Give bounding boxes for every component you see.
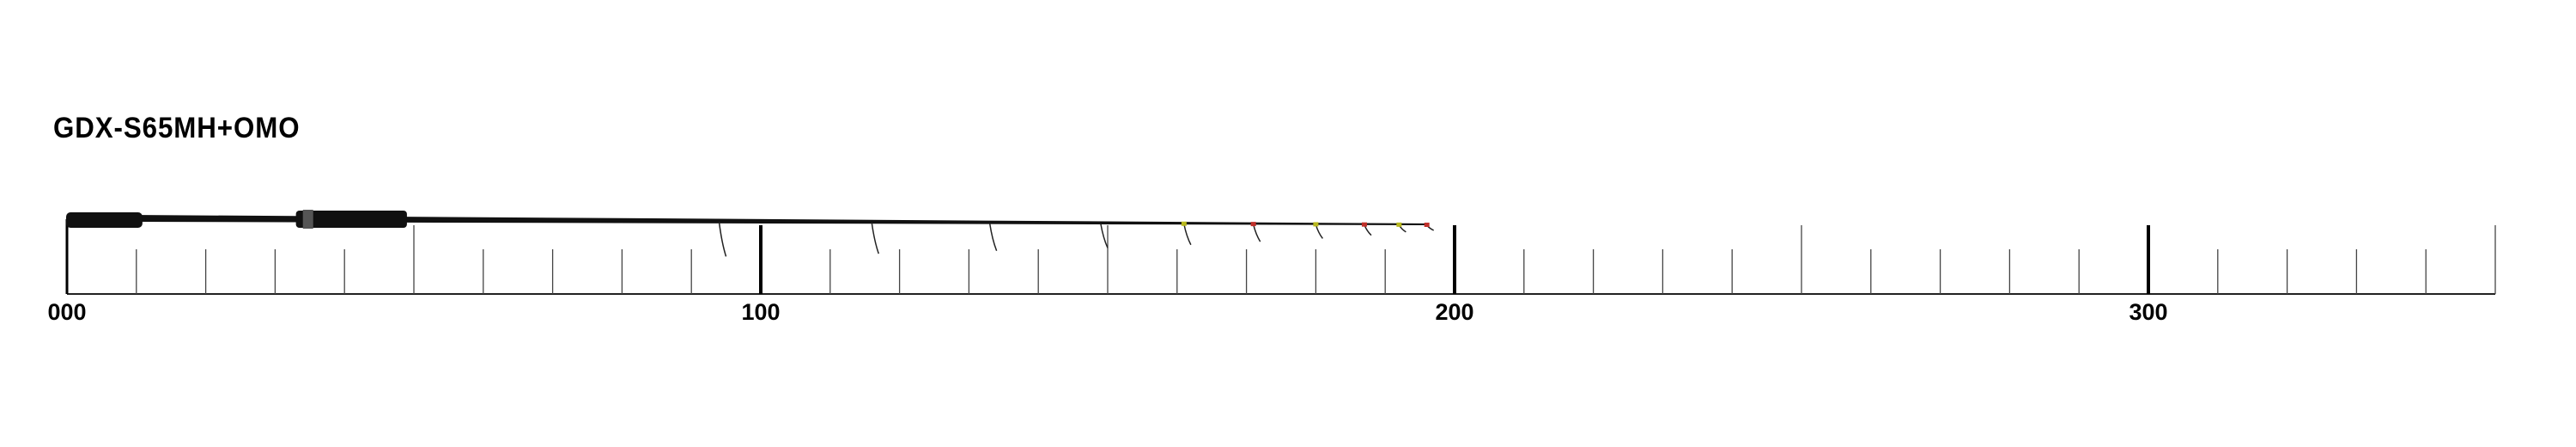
rod-guide <box>1315 224 1323 239</box>
reel-seat <box>295 211 407 228</box>
rod-guide <box>718 222 727 257</box>
rod-guide <box>871 223 879 254</box>
model-title: GDX-S65MH+OMO <box>53 112 301 144</box>
reel-seat-ring <box>302 210 313 229</box>
guide-wrap <box>1313 222 1319 227</box>
scale-label: 300 <box>2129 299 2167 325</box>
rod-guide <box>988 223 998 252</box>
guide-wrap <box>1396 222 1402 227</box>
scale-label: 200 <box>1435 299 1473 325</box>
scale-label: 000 <box>47 299 86 325</box>
rod-guide <box>1252 224 1261 242</box>
rod-guide <box>1183 224 1192 246</box>
rod-blank <box>129 215 1427 225</box>
guide-wrap <box>1424 223 1430 227</box>
scale-label: 100 <box>741 299 780 325</box>
rod-guide <box>1100 224 1109 248</box>
guide-wrap <box>1250 222 1256 227</box>
rear-grip <box>66 212 143 228</box>
guide-wrap <box>1361 222 1367 227</box>
guide-wrap <box>1181 221 1187 226</box>
